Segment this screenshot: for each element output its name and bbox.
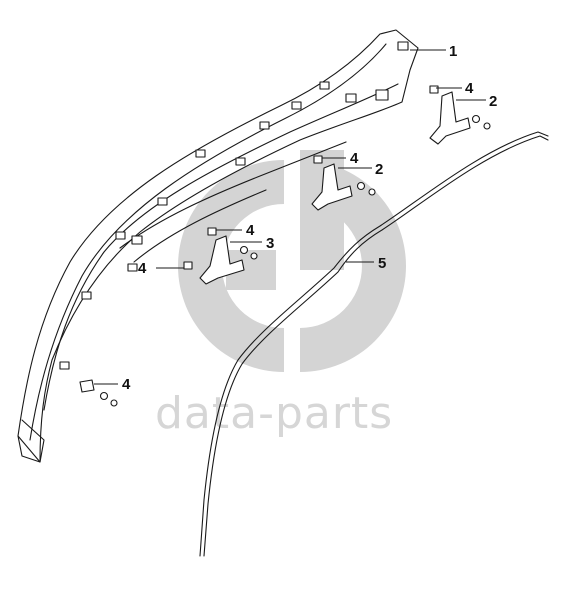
wire-line-outer: [199, 131, 549, 557]
clip-boss: [127, 263, 138, 272]
clip-block: [79, 379, 95, 393]
nut: [250, 252, 258, 260]
clip-boss: [345, 93, 357, 103]
callout-3: 3: [266, 235, 274, 252]
callout-4-middle: 4: [350, 150, 359, 167]
wire-line-inner: [203, 135, 549, 557]
clip-boss: [157, 197, 168, 206]
washer: [356, 181, 366, 191]
nut: [110, 399, 118, 407]
bumper-rib-channel: [119, 141, 347, 249]
clip-boss: [259, 121, 270, 130]
callout-5: 5: [378, 255, 386, 272]
clip-boss: [375, 89, 389, 101]
clip-set-bottom: [79, 379, 118, 407]
washer: [99, 391, 109, 401]
watermark-logo: data-parts: [155, 150, 406, 439]
bracket-part-lower: [183, 227, 258, 285]
washer: [471, 114, 481, 124]
callout-2-middle: 2: [375, 161, 383, 178]
nut: [483, 122, 491, 130]
bumper-inner-edge-1: [29, 43, 387, 441]
watermark-logo-right-bar: [300, 150, 344, 270]
bracket-body: [311, 163, 353, 211]
bumper-outer-edge: [17, 29, 419, 463]
clip-boss: [397, 41, 409, 51]
leader-lines: [94, 49, 486, 385]
bracket-part-top: [429, 85, 491, 145]
bracket-body: [429, 91, 471, 145]
clip-block: [183, 261, 193, 270]
clip-boss: [131, 235, 143, 245]
callout-4-top: 4: [465, 80, 474, 97]
clip-boss: [291, 101, 302, 110]
clip-boss: [81, 291, 92, 300]
bumper-lower-lip: [17, 419, 45, 463]
washer: [239, 245, 249, 255]
watermark-logo-right-half: [300, 160, 406, 372]
callout-4-bottom: 4: [122, 376, 131, 393]
bracket-part-middle: [311, 155, 376, 211]
clip-block: [429, 85, 439, 94]
callout-labels: 1 4 2 4 2 4 3 4 5 4: [122, 43, 497, 393]
clip-boss: [59, 361, 70, 370]
wire-part: [199, 131, 549, 557]
watermark-text: data-parts: [155, 388, 393, 439]
clip-boss: [195, 149, 206, 158]
callout-4-lower: 4: [246, 222, 255, 239]
clip-boss: [235, 157, 246, 166]
clip-boss: [115, 231, 126, 240]
watermark-logo-left-half: [178, 160, 284, 372]
callout-1: 1: [449, 43, 457, 60]
clip-boss: [319, 81, 330, 90]
clip-block: [207, 227, 217, 236]
bumper-cover-part: [17, 29, 419, 463]
nut: [368, 188, 376, 196]
callout-4-left: 4: [138, 260, 147, 277]
bumper-rib-channel-2: [133, 189, 267, 263]
clip-block: [313, 155, 323, 164]
bracket-body: [199, 235, 245, 285]
callout-2-top: 2: [489, 93, 497, 110]
